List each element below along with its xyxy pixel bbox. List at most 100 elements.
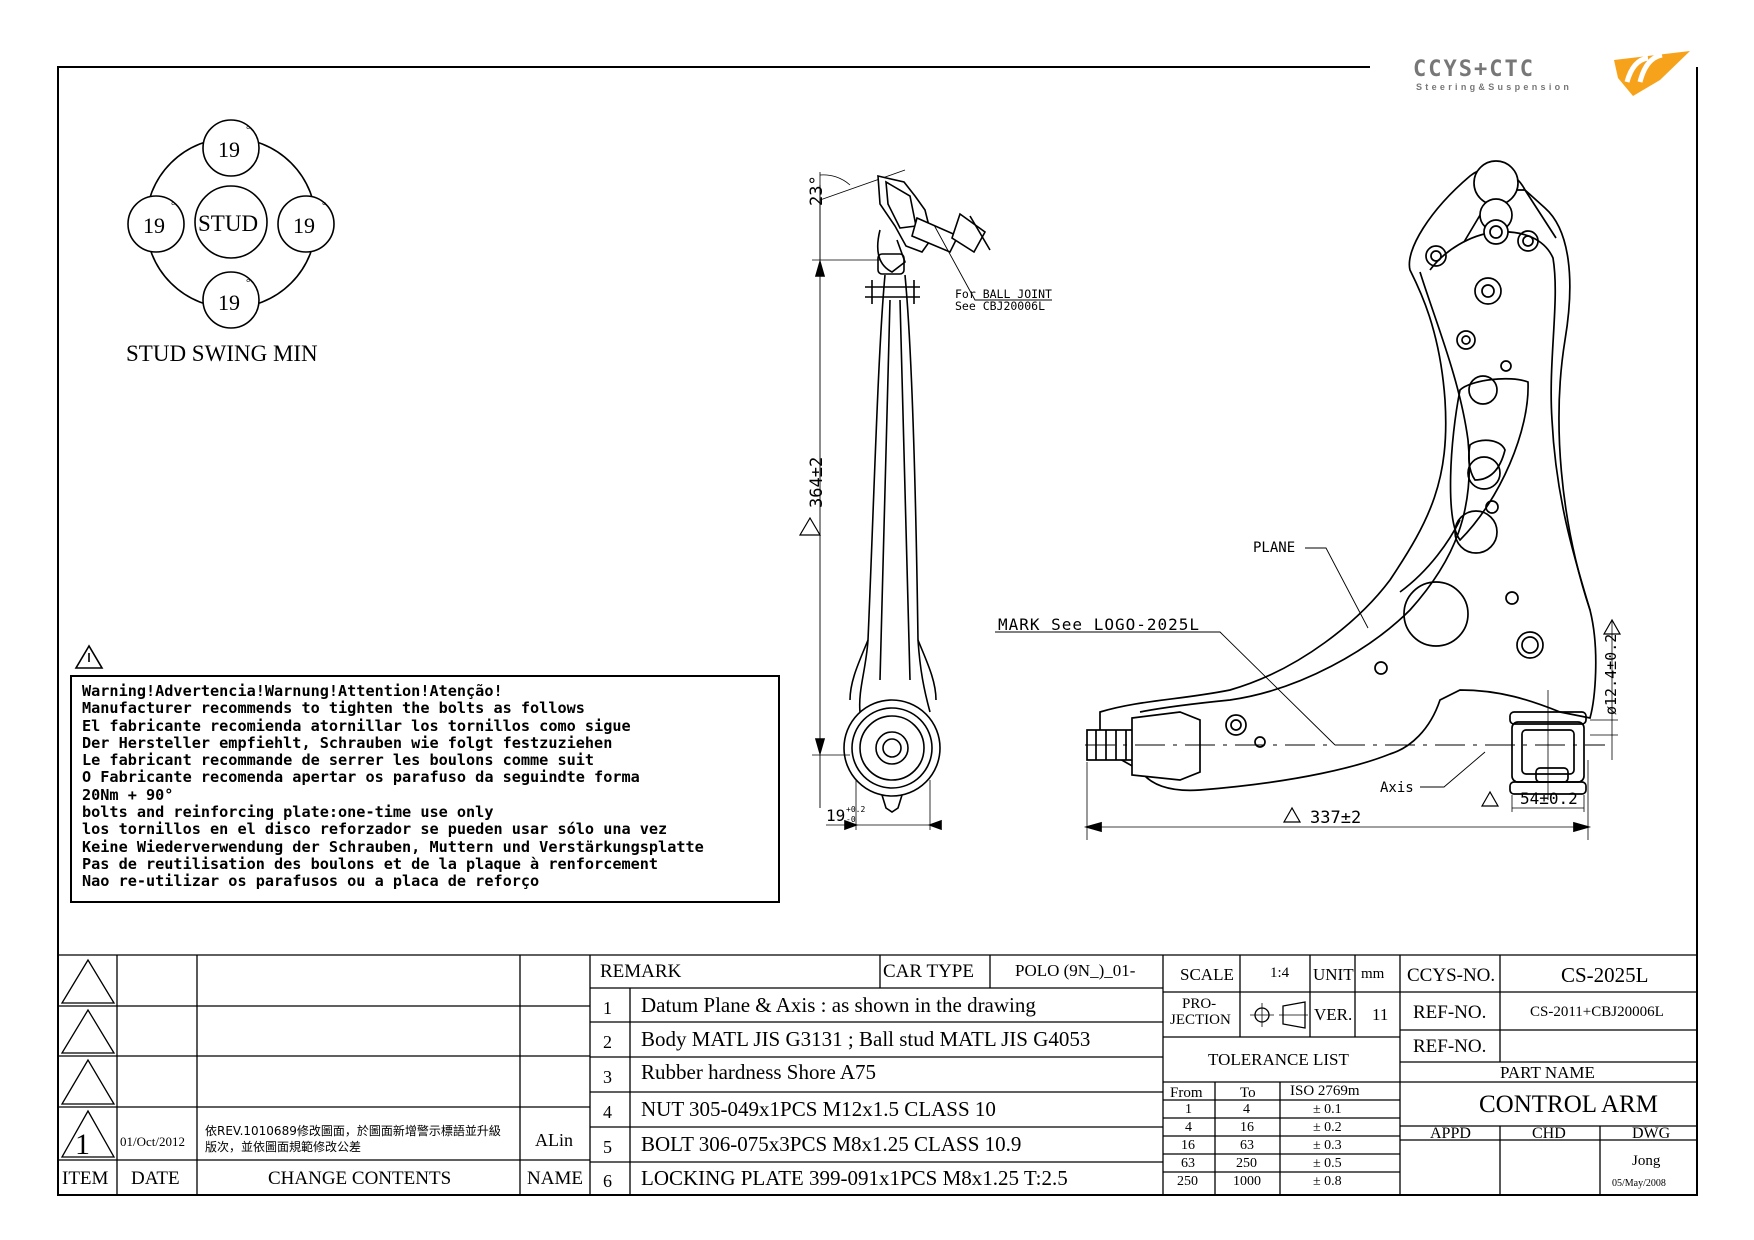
- ref-no-value: CS-2011+CBJ20006L: [1530, 1004, 1664, 1020]
- remark-no: 4: [603, 1102, 612, 1122]
- logo-brand: CCYS+CTC: [1413, 57, 1535, 82]
- header-date: DATE: [131, 1168, 180, 1189]
- warning-line: O Fabricante recomenda apertar os parafu…: [82, 768, 640, 787]
- remark-no: 1: [603, 998, 612, 1018]
- logo: CCYS+CTC Steering&Suspension: [1413, 51, 1690, 96]
- remark-text: LOCKING PLATE 399-091x1PCS M8x1.25 T:2.5: [641, 1166, 1068, 1190]
- tolerance-header-to: To: [1240, 1085, 1256, 1101]
- warning-triangle-icon: [74, 644, 104, 669]
- warning-line: Der Hersteller empfiehlt, Schrauben wie …: [82, 733, 613, 752]
- revision-name: ALin: [535, 1130, 573, 1150]
- car-type-label: CAR TYPE: [883, 961, 974, 982]
- side-width-tol-upper: +0.2: [846, 805, 865, 814]
- ver-label: VER.: [1314, 1005, 1353, 1024]
- ball-joint-note-1: For BALL JOINT: [955, 287, 1052, 301]
- revision-item-no: 1: [75, 1128, 90, 1161]
- warning-line: Le fabricant recommande de serrer les bo…: [82, 751, 595, 770]
- svg-text:°: °: [246, 124, 250, 136]
- tolerance-from: 1: [1185, 1102, 1192, 1117]
- stud-swing-diagram: [127, 119, 335, 329]
- axis-label: Axis: [1380, 780, 1414, 796]
- warning-notice: Warning!Advertencia!Warnung!Attention!At…: [70, 675, 780, 903]
- projection-label-2: JECTION: [1170, 1012, 1231, 1028]
- unit-label: UNIT: [1313, 965, 1354, 984]
- plane-label: PLANE: [1253, 540, 1295, 556]
- warning-line: bolts and reinforcing plate:one-time use…: [82, 803, 494, 822]
- sheet-border: [57, 66, 1698, 1196]
- tolerance-value: ± 0.1: [1313, 1102, 1342, 1117]
- revision-change-line-2: 版次，並依圖面規範修改公差: [205, 1140, 362, 1154]
- tolerance-header-from: From: [1170, 1085, 1203, 1101]
- tolerance-title: TOLERANCE LIST: [1208, 1050, 1349, 1069]
- tolerance-value: ± 0.8: [1313, 1174, 1342, 1189]
- ball-joint-note-2: See CBJ20006L: [955, 299, 1045, 313]
- bushing-width-label: 54±0.2: [1520, 789, 1578, 808]
- revision-date: 01/Oct/2012: [120, 1134, 185, 1149]
- warning-line: Warning!Advertencia!Warnung!Attention!At…: [82, 682, 503, 700]
- title-block-grid: [58, 954, 1697, 1195]
- remark-no: 3: [603, 1067, 612, 1087]
- tolerance-from: 16: [1181, 1138, 1195, 1153]
- side-length-label: 364±2: [807, 457, 827, 508]
- tolerance-to: 4: [1243, 1102, 1250, 1117]
- remark-no: 6: [603, 1171, 612, 1191]
- warning-line: los tornillos en el disco reforzador se …: [82, 820, 668, 839]
- stud-angle-bottom: 19: [218, 290, 240, 315]
- ref-no-label: REF-NO.: [1413, 1002, 1487, 1023]
- ver-value: 11: [1372, 1005, 1389, 1024]
- tolerance-to: 1000: [1233, 1174, 1261, 1189]
- remark-text: Rubber hardness Shore A75: [641, 1060, 877, 1084]
- stud-angle-top: 19: [218, 137, 240, 162]
- ref-no-label-2: REF-NO.: [1413, 1036, 1487, 1057]
- warning-line: Manufacturer recommends to tighten the b…: [82, 699, 585, 718]
- plan-view-drawing: [995, 160, 1622, 840]
- unit-value: mm: [1361, 966, 1385, 982]
- ccys-no-label: CCYS-NO.: [1407, 965, 1496, 986]
- stud-angle-left: 19: [143, 213, 165, 238]
- side-width-label: 19: [826, 806, 845, 825]
- dwg-date: 05/May/2008: [1612, 1178, 1666, 1189]
- tolerance-value: ± 0.2: [1313, 1120, 1342, 1135]
- warning-line: Keine Wiederverwendung der Schrauben, Mu…: [82, 837, 704, 856]
- header-change-contents: CHANGE CONTENTS: [268, 1168, 452, 1189]
- tolerance-value: ± 0.3: [1313, 1138, 1342, 1153]
- scale-label: SCALE: [1180, 965, 1234, 984]
- side-angle-label: 23°: [807, 175, 827, 206]
- dwg-name: Jong: [1632, 1153, 1661, 1169]
- revision-change-line-1: 依REV.1010689修改圖面，於圖面新增警示標語並升級: [205, 1124, 501, 1138]
- appd-label: APPD: [1430, 1125, 1471, 1142]
- remark-text: NUT 305-049x1PCS M12x1.5 CLASS 10: [641, 1097, 996, 1121]
- ccys-no-value: CS-2025L: [1561, 963, 1649, 987]
- header-item: ITEM: [62, 1168, 109, 1189]
- side-view-drawing: [798, 169, 1052, 831]
- projection-label-1: PRO-: [1182, 996, 1217, 1012]
- svg-text:°: °: [171, 200, 175, 212]
- tolerance-to: 16: [1240, 1120, 1254, 1135]
- warning-line: Nao re-utilizar os parafusos ou a placa …: [82, 872, 540, 891]
- tolerance-value: ± 0.5: [1313, 1156, 1342, 1171]
- tolerance-to: 63: [1240, 1138, 1254, 1153]
- car-type-value: POLO (9N_)_01-: [1015, 961, 1136, 980]
- scale-value: 1:4: [1270, 965, 1290, 981]
- bushing-dia-label: ø12.4±0.2: [1602, 634, 1620, 715]
- remark-text: Body MATL JIS G3131 ; Ball stud MATL JIS…: [641, 1027, 1091, 1051]
- remark-text: Datum Plane & Axis : as shown in the dra…: [641, 993, 1036, 1017]
- logo-mark-icon: [1614, 51, 1690, 96]
- plan-length-label: 337±2: [1310, 808, 1361, 828]
- chd-label: CHD: [1532, 1125, 1566, 1142]
- warning-line: Pas de reutilisation des boulons et de l…: [82, 854, 659, 873]
- side-width-tol-lower: -0: [846, 815, 856, 824]
- stud-swing-caption: STUD SWING MIN: [126, 341, 318, 366]
- header-name: NAME: [527, 1168, 583, 1189]
- dwg-label: DWG: [1632, 1125, 1671, 1142]
- tolerance-from: 63: [1181, 1156, 1195, 1171]
- remark-no: 2: [603, 1032, 612, 1052]
- part-name-label: PART NAME: [1500, 1063, 1595, 1082]
- remark-no: 5: [603, 1137, 612, 1157]
- mark-label: MARK See LOGO-2025L: [998, 615, 1200, 634]
- warning-line: El fabricante recomienda atornillar los …: [82, 716, 631, 735]
- stud-center-label: STUD: [198, 211, 258, 236]
- remark-text: BOLT 306-075x3PCS M8x1.25 CLASS 10.9: [641, 1132, 1022, 1156]
- stud-angle-right: 19: [293, 213, 315, 238]
